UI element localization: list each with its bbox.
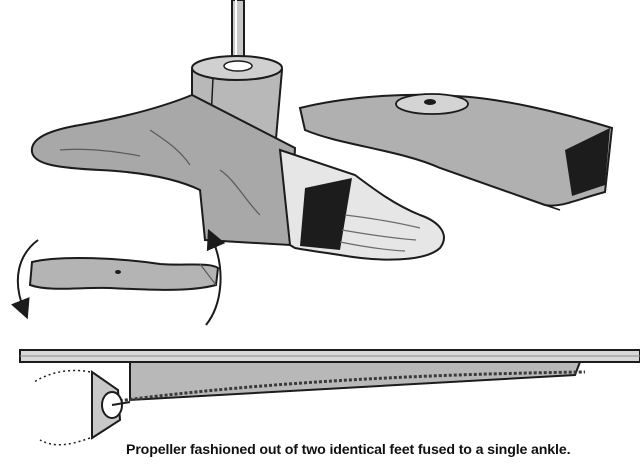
figure-caption: Propeller fashioned out of two identical… [126, 441, 640, 459]
right-foot-illustration [280, 150, 444, 260]
propeller-shaft [20, 350, 640, 362]
propeller-hub [34, 370, 130, 444]
vertical-rod [232, 0, 244, 62]
sole-view-illustration [30, 258, 218, 290]
